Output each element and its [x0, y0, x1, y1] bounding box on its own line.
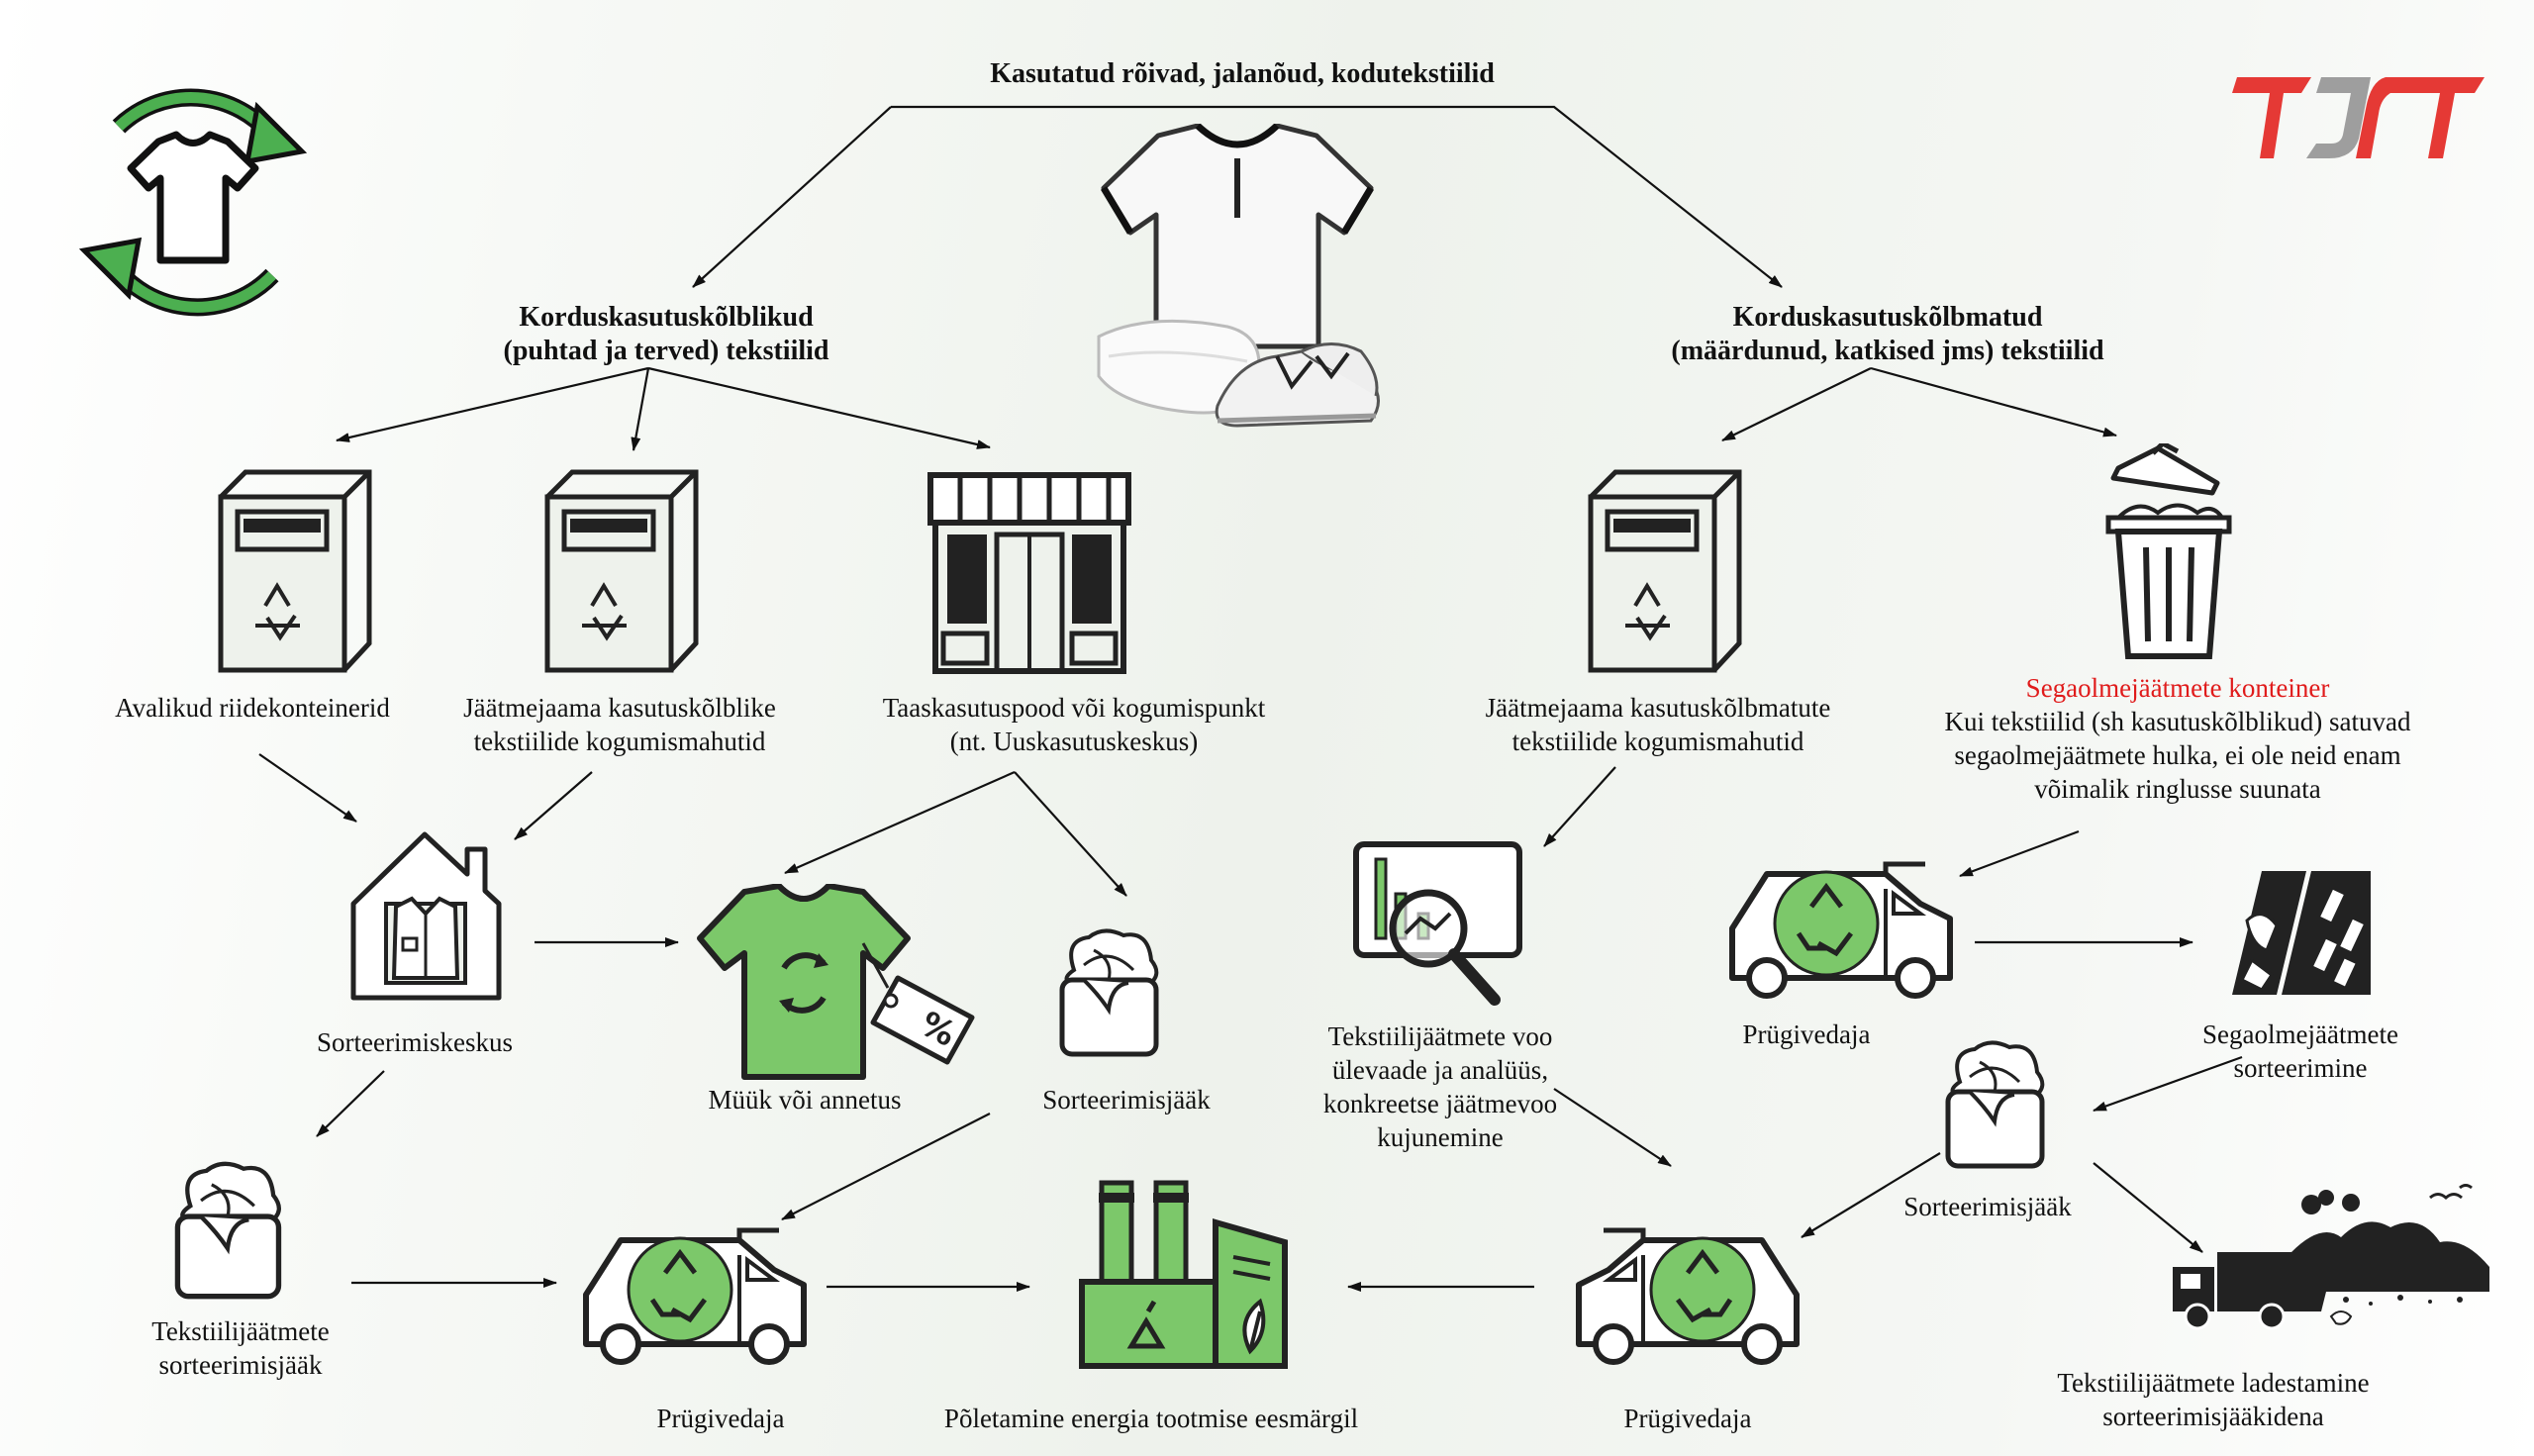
hauler-right-bottom-label: Prügivedaja	[1623, 1404, 1752, 1433]
textile-residue-bag-icon	[174, 1161, 282, 1300]
mixed-sorting-conveyor-icon	[2232, 871, 2371, 995]
reuse-shop-icon	[927, 472, 1131, 674]
landfill-icon	[2173, 1184, 2489, 1330]
tjt-logo-icon	[2232, 77, 2485, 158]
station-reusable-bin-icon	[544, 469, 699, 673]
sorting-center-icon	[350, 831, 502, 1001]
diagram-title: Kasutatud rõivad, jalanõud, kodutekstiil…	[990, 58, 1495, 89]
hauler-left-truck-icon	[583, 1227, 807, 1365]
reuse-shop-label: Taaskasutuspood või kogumispunkt(nt. Uus…	[882, 693, 1266, 756]
nonreusable-branch-label: Korduskasutuskõlbmatud(määrdunud, katkis…	[1671, 302, 2104, 366]
incineration-plant-icon	[1079, 1180, 1288, 1369]
sorting-center-label: Sorteerimiskeskus	[317, 1027, 513, 1057]
hauler-right-top-truck-icon	[1729, 861, 1953, 999]
reusable-branch-label: Korduskasutuskõlblikud(puhtad ja terved)…	[503, 302, 829, 366]
station-nonreusable-bin-icon	[1588, 469, 1742, 673]
mixed-waste-trash-icon	[2105, 443, 2232, 659]
recycle-tshirt-logo-icon	[78, 88, 308, 317]
sorting-residue-right-label: Sorteerimisjääk	[1903, 1192, 2072, 1221]
public-container-bin-icon	[218, 469, 372, 673]
sale-donation-label: Müük või annetus	[708, 1085, 902, 1115]
hauler-right-top-label: Prügivedaja	[1742, 1019, 1871, 1049]
analysis-magnifier-icon	[1353, 841, 1522, 1006]
clothing-image	[1097, 124, 1380, 428]
incineration-label: Põletamine energia tootmise eesmärgil	[943, 1404, 1359, 1433]
sorting-residue-right-bag-icon	[1945, 1040, 2045, 1169]
public-containers-label: Avalikud riidekonteinerid	[115, 693, 390, 723]
hauler-right-bottom-truck-icon	[1576, 1227, 1800, 1365]
mixed-container-title: Segaolmejäätmete konteiner	[2025, 673, 2330, 703]
hauler-left-label: Prügivedaja	[656, 1404, 785, 1433]
sorting-residue-bag-icon	[1059, 928, 1159, 1057]
sale-donation-tshirt-icon: %	[697, 884, 975, 1080]
mixed-container-label: Segaolmejäätmete konteiner Kui tekstiili…	[1944, 673, 2411, 804]
sorting-residue-mid-label: Sorteerimisjääk	[1042, 1085, 1211, 1115]
